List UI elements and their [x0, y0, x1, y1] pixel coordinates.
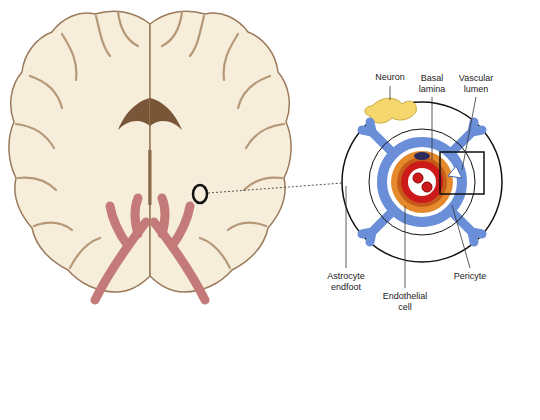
part-label: Pericyte — [446, 271, 494, 282]
part-label: Neuron — [365, 72, 415, 83]
part-label: Vascular lumen — [454, 73, 498, 95]
part-label: Endothelial cell — [377, 291, 433, 313]
neurovascular-unit — [342, 86, 502, 288]
part-label: Astrocyte endfoot — [321, 271, 371, 293]
part-label: Basal lamina — [412, 73, 452, 95]
brain-section — [9, 11, 343, 300]
